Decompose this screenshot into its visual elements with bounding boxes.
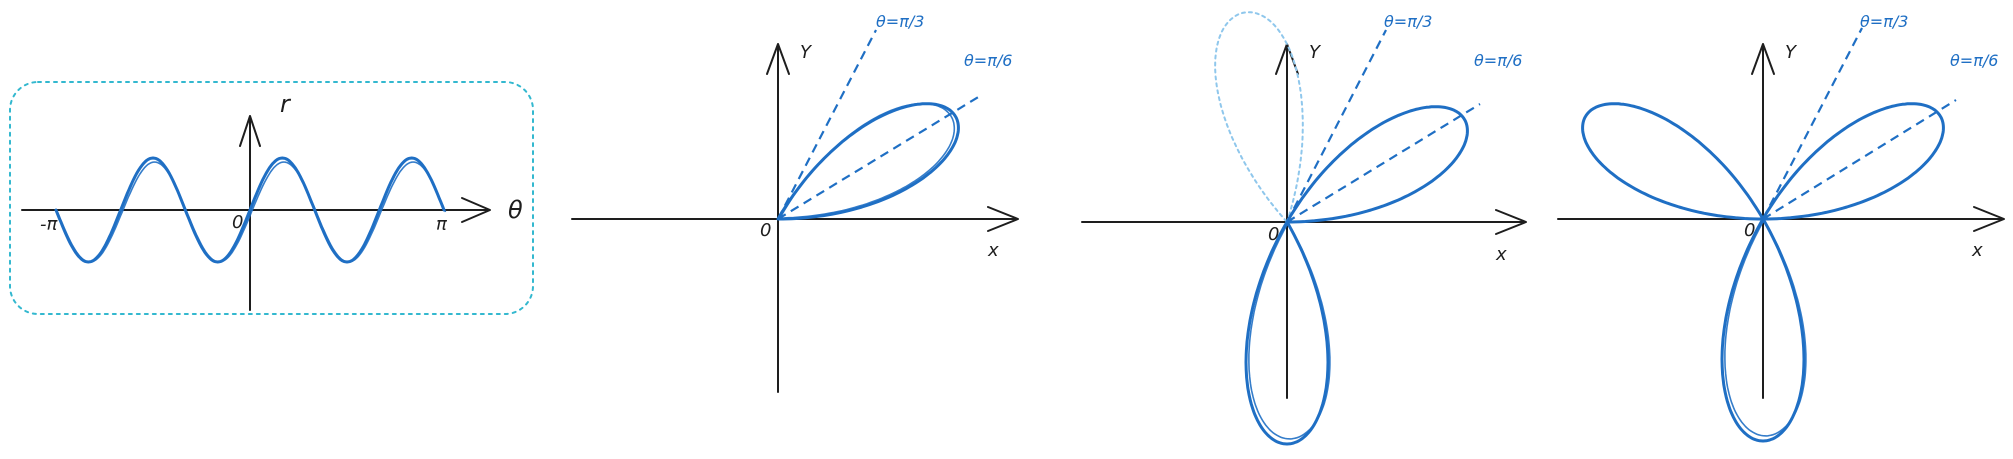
petal-first-quadrant-second-stroke xyxy=(778,102,956,219)
x-axis-arrowhead xyxy=(987,206,1019,232)
pi-label: π xyxy=(436,214,448,235)
y-axis-label: Y xyxy=(1785,42,1798,63)
ray-pi-over-3-label: θ=π/3 xyxy=(876,12,924,31)
ray-pi-over-6 xyxy=(1286,103,1481,223)
ray-pi-over-6-label: θ=π/6 xyxy=(1950,51,1998,70)
graph-frame xyxy=(9,81,534,315)
y-axis-label: Y xyxy=(1309,42,1322,63)
ray-pi-over-6-label: θ=π/6 xyxy=(964,51,1012,70)
x-axis-label: x xyxy=(1495,244,1507,265)
origin-label: 0 xyxy=(1268,224,1279,245)
petal-bottom xyxy=(1244,220,1330,446)
petal-first-quadrant xyxy=(1285,105,1469,224)
x-axis-arrowhead xyxy=(1495,209,1527,235)
petal-first-quadrant xyxy=(1761,102,1945,221)
sine-curve xyxy=(54,156,446,264)
graph-origin-label: 0 xyxy=(232,212,243,233)
ray-pi-over-3-label: θ=π/3 xyxy=(1860,12,1908,31)
petal-bottom-second-stroke xyxy=(1724,218,1807,437)
ray-pi-over-6 xyxy=(1762,99,1957,220)
x-axis-arrowhead xyxy=(1973,206,2005,232)
ray-pi-over-6 xyxy=(777,95,981,220)
theta-axis-arrowhead xyxy=(461,197,491,223)
theta-axis-label: θ xyxy=(508,196,523,224)
petal-bottom xyxy=(1720,217,1806,443)
r-theta-graph: r θ 0 -π π xyxy=(9,81,534,315)
polar-panel-two-petals: Y x 0 θ=π/3 θ=π/6 xyxy=(1081,11,1527,446)
dotted-petal-preview xyxy=(1214,11,1304,224)
ray-pi-over-3-label: θ=π/3 xyxy=(1384,12,1432,31)
petal-second-quadrant xyxy=(1581,102,1765,221)
r-axis-arrowhead xyxy=(239,115,261,147)
sine-curve-second-stroke xyxy=(56,161,447,263)
y-axis-arrowhead xyxy=(1751,43,1775,75)
y-axis-arrowhead xyxy=(766,43,790,75)
x-axis-label: x xyxy=(1971,240,1983,261)
petal-bottom-second-stroke xyxy=(1248,221,1331,440)
ray-pi-over-3 xyxy=(1762,27,1863,220)
y-axis-label: Y xyxy=(800,42,813,63)
polar-panel-three-petals: Y x 0 θ=π/3 θ=π/6 xyxy=(1557,12,2005,443)
ray-pi-over-3 xyxy=(1286,29,1387,223)
r-axis-label: r xyxy=(280,90,292,118)
polar-panel-first-petal: Y x 0 θ=π/3 θ=π/6 xyxy=(571,12,1019,393)
origin-label: 0 xyxy=(760,220,771,241)
ray-pi-over-6-label: θ=π/6 xyxy=(1474,51,1522,70)
neg-pi-label: -π xyxy=(40,214,58,235)
x-axis-label: x xyxy=(987,240,999,261)
ray-pi-over-3 xyxy=(777,29,877,220)
origin-label: 0 xyxy=(1744,220,1755,241)
